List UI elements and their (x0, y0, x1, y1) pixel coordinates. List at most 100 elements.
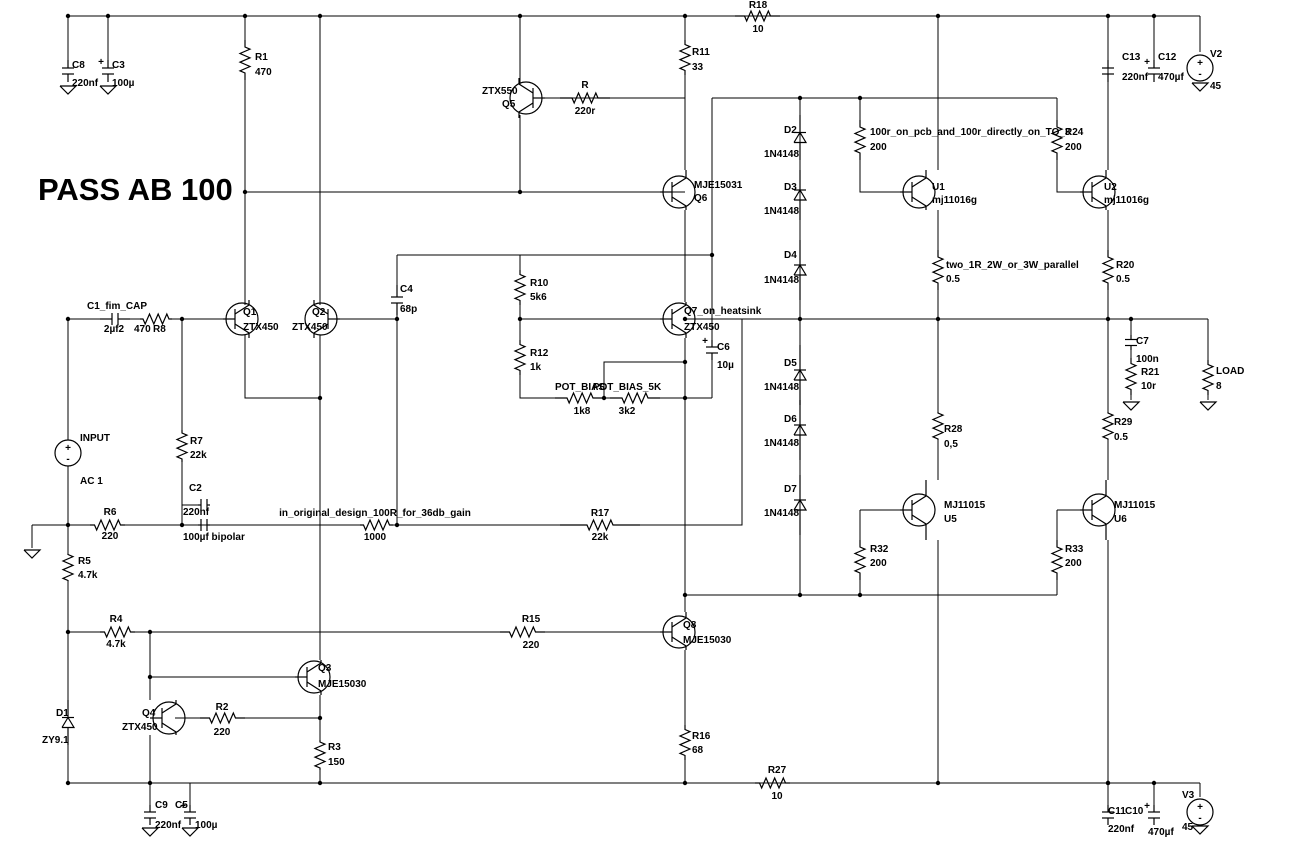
component-label: Q8 (683, 620, 697, 631)
component-label: 470µf (1148, 827, 1174, 838)
resistor (678, 40, 692, 75)
plus-sign: + (1197, 802, 1203, 813)
resistor (931, 250, 945, 290)
component-label: MJ11015 (944, 500, 986, 511)
junction-dot (935, 316, 941, 322)
component-label: 10r (1141, 381, 1156, 392)
wire (244, 335, 320, 399)
junction-dot (797, 316, 803, 322)
resistor (853, 120, 867, 160)
transistor-body (1082, 493, 1116, 527)
component-label: Q4 (142, 708, 156, 719)
component-label: R32 (870, 544, 889, 555)
component-label: Q7_on_heatsink (684, 306, 762, 317)
component-label: C4 (400, 284, 413, 295)
resistor (238, 40, 252, 80)
component-label: 68p (400, 304, 417, 315)
component-label: two_1R_2W_or_3W_parallel (946, 260, 1079, 271)
component-label: C13 (1122, 52, 1141, 63)
component-label: U5 (944, 514, 957, 525)
junction-dot (65, 780, 71, 786)
component-label: mj11016g (1104, 195, 1149, 206)
junction-dot (1105, 316, 1111, 322)
wire (1056, 160, 1080, 193)
transistor-body (304, 302, 338, 336)
junction-dot (935, 13, 941, 19)
component-label: R16 (692, 731, 711, 742)
component-label: R29 (1114, 417, 1133, 428)
transistor-body (225, 302, 259, 336)
junction-dot (317, 715, 323, 721)
resistor (61, 553, 75, 582)
transistor-body (902, 493, 936, 527)
junction-dot (517, 189, 523, 195)
component-label: 1N4148 (764, 508, 799, 519)
component-label: 4.7k (106, 639, 126, 650)
component-label: MJE15030 (318, 679, 367, 690)
junction-dot (242, 13, 248, 19)
component-label: R5 (78, 556, 91, 567)
component-label: R33 (1065, 544, 1084, 555)
component-label: C8 (72, 60, 85, 71)
resistor (513, 340, 527, 375)
junction-dot (857, 95, 863, 101)
component-label: 100µ (112, 78, 135, 89)
component-label: 10 (752, 24, 764, 35)
component-label: R12 (530, 348, 549, 359)
voltage-source (1186, 54, 1214, 82)
component-label: 100µ (195, 820, 218, 831)
component-label: C12 (1158, 52, 1177, 63)
polarity-mark: + (98, 57, 104, 68)
component-label: 220nf (1108, 824, 1135, 835)
component-label: C2 (189, 483, 202, 494)
resistor (200, 711, 245, 725)
component-label: 68 (692, 745, 704, 756)
component-label: U6 (1114, 514, 1127, 525)
component-label: 1k8 (574, 406, 591, 417)
component-label: C1_fim_CAP (87, 301, 147, 312)
component-label: MJ11015 (1114, 500, 1156, 511)
component-label: 1000 (364, 532, 387, 543)
component-label: POT_BIAS_5K (593, 382, 662, 393)
component-label: U2 (1104, 182, 1117, 193)
junction-dot (317, 13, 323, 19)
component-label: 5k6 (530, 292, 547, 303)
component-label: mj11016g (932, 195, 977, 206)
component-label: R8 (153, 324, 166, 335)
transistor (518, 102, 534, 118)
junction-dot (797, 592, 803, 598)
transistor-body (662, 175, 696, 209)
junction-dot (65, 316, 71, 322)
component-label: 1N4148 (764, 438, 799, 449)
resistor (90, 518, 125, 532)
component-label: 0.5 (946, 274, 960, 285)
transistor (1091, 480, 1107, 506)
junction-dot (682, 592, 688, 598)
component-label: C5 (175, 800, 188, 811)
component-label: 33 (692, 62, 704, 73)
transistor-body (1082, 175, 1116, 209)
component-label: Q6 (694, 193, 708, 204)
component-label: ZTX450 (243, 322, 279, 333)
minus-sign: - (66, 454, 69, 465)
wire (640, 319, 743, 526)
junction-dot (682, 359, 688, 365)
resistor (100, 625, 135, 639)
junction-dot (147, 674, 153, 680)
resistor (500, 625, 545, 639)
component-label: MJE15031 (694, 180, 743, 191)
component-label: Q5 (502, 99, 516, 110)
polarity-mark: + (180, 801, 186, 812)
component-label: AC 1 (80, 476, 103, 487)
component-label: 220r (575, 106, 596, 117)
plus-sign: + (1197, 58, 1203, 69)
component-label: 2µf2 (104, 324, 125, 335)
component-label: D7 (784, 484, 797, 495)
component-label: R15 (522, 614, 541, 625)
ground-symbol (1191, 825, 1210, 835)
component-label: 1k (530, 362, 542, 373)
component-label: ZY9.1 (42, 735, 69, 746)
junction-dot (394, 316, 400, 322)
component-label: 470 (134, 324, 151, 335)
component-label: R6 (104, 507, 117, 518)
